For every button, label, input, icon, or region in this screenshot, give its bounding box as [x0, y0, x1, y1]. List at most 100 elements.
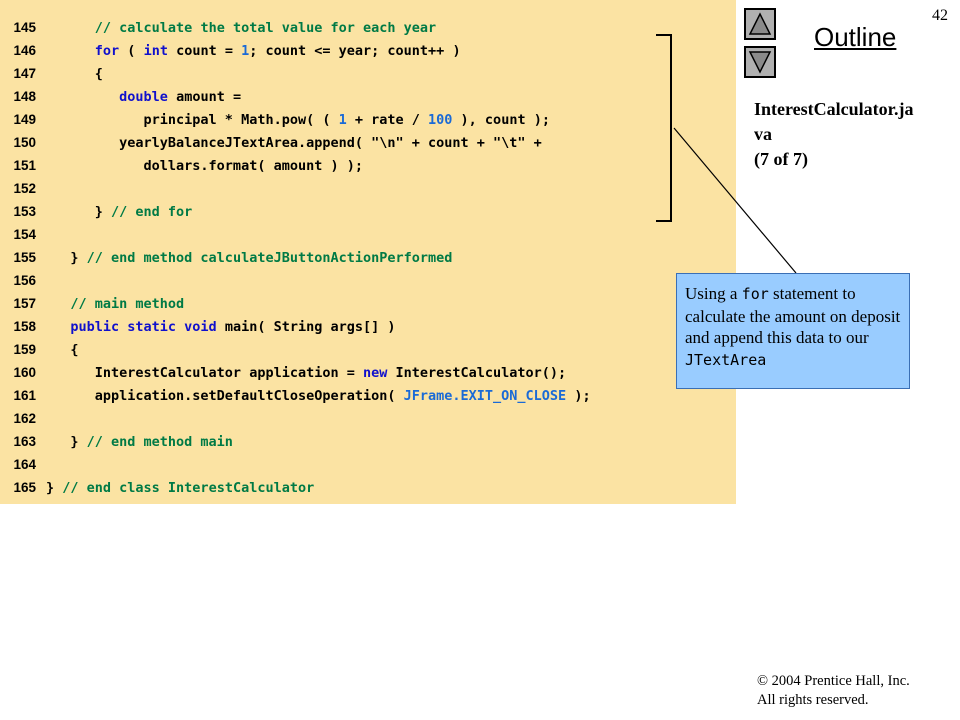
code-token — [46, 43, 95, 59]
code-text: application.setDefaultCloseOperation( JF… — [46, 388, 591, 404]
code-line: 162 — [0, 407, 46, 430]
code-token: JFrame.EXIT_ON_CLOSE — [403, 388, 567, 404]
code-token: principal * Math.pow( ( — [46, 112, 339, 128]
code-token: yearlyBalanceJTextArea.append( — [46, 135, 372, 151]
code-token: 100 — [428, 112, 453, 128]
previous-slide-button[interactable] — [744, 8, 776, 40]
code-text: double amount = — [46, 89, 241, 105]
line-number: 162 — [13, 411, 36, 426]
code-token: main( String args[] ) — [216, 319, 396, 335]
next-slide-button[interactable] — [744, 46, 776, 78]
line-number: 158 — [13, 319, 36, 334]
line-number: 160 — [13, 365, 36, 380]
file-label-line1: InterestCalculator.ja — [754, 99, 914, 119]
line-number: 159 — [13, 342, 36, 357]
code-token: new — [362, 365, 388, 381]
code-token: amount = — [167, 89, 242, 105]
code-line: 160 InterestCalculator application = new… — [0, 361, 566, 384]
code-token: ), count ); — [452, 112, 550, 128]
code-bracket — [656, 34, 672, 222]
code-token: { — [46, 342, 79, 358]
line-number: 150 — [13, 135, 36, 150]
code-line: 159 { — [0, 338, 79, 361]
code-line: 151 dollars.format( amount ) ); — [0, 154, 363, 177]
code-text: dollars.format( amount ) ); — [46, 158, 363, 174]
code-text: // calculate the total value for each ye… — [46, 20, 436, 36]
code-token: } — [46, 250, 87, 266]
code-line: 152 — [0, 177, 46, 200]
line-number: 148 — [13, 89, 36, 104]
code-text: { — [46, 342, 79, 358]
code-text: // main method — [46, 296, 184, 312]
code-token: for — [94, 43, 120, 59]
code-text: { — [46, 66, 103, 82]
line-number: 153 — [13, 204, 36, 219]
code-token: // main method — [70, 296, 185, 312]
code-token: ); — [566, 388, 591, 404]
code-line: 148 double amount = — [0, 85, 241, 108]
outline-title[interactable]: Outline — [814, 22, 897, 52]
code-token: { — [46, 66, 103, 82]
code-line: 163 } // end method main — [0, 430, 232, 453]
code-line: 153 } // end for — [0, 200, 192, 223]
triangle-up-icon — [748, 12, 772, 35]
copyright-line1: © 2004 Prentice Hall, Inc. — [757, 673, 910, 689]
code-line: 147 { — [0, 62, 103, 85]
code-token: 1 — [241, 43, 250, 59]
callout-keyword: for — [741, 285, 769, 303]
callout-box: Using a for statement to calculate the a… — [676, 273, 910, 389]
code-token: // end for — [111, 204, 193, 220]
code-line: 161 application.setDefaultCloseOperation… — [0, 384, 591, 407]
line-number: 145 — [13, 20, 36, 35]
code-token: ; count <= year; count++ ) — [249, 43, 461, 59]
line-number: 154 — [13, 227, 36, 242]
code-token: count = — [167, 43, 242, 59]
copyright-line2: All rights reserved. — [757, 692, 869, 708]
code-token: application.setDefaultCloseOperation( — [46, 388, 404, 404]
line-number: 157 — [13, 296, 36, 311]
code-token — [46, 20, 95, 36]
code-listing: 145 // calculate the total value for eac… — [0, 0, 736, 504]
file-label-line3: (7 of 7) — [754, 149, 808, 169]
line-number: 151 — [13, 158, 36, 173]
code-text: } // end method calculateJButtonActionPe… — [46, 250, 452, 266]
code-token: dollars.format( amount ) ); — [46, 158, 363, 174]
code-token: InterestCalculator application = — [46, 365, 363, 381]
code-text: yearlyBalanceJTextArea.append( "\n" + co… — [46, 135, 542, 151]
code-line: 165} // end class InterestCalculator — [0, 476, 314, 499]
line-number: 152 — [13, 181, 36, 196]
code-token — [46, 89, 119, 105]
code-line: 157 // main method — [0, 292, 184, 315]
file-label-line2: va — [754, 124, 772, 144]
code-token: + — [525, 135, 542, 151]
code-token: "\n" — [371, 135, 404, 151]
code-line: 156 — [0, 269, 46, 292]
code-line: 150 yearlyBalanceJTextArea.append( "\n" … — [0, 131, 542, 154]
triangle-down-icon — [748, 51, 772, 74]
code-token: } — [46, 434, 87, 450]
code-line: 154 — [0, 223, 46, 246]
line-number: 156 — [13, 273, 36, 288]
code-line: 146 for ( int count = 1; count <= year; … — [0, 39, 461, 62]
code-token: + rate / — [346, 112, 429, 128]
code-token: + count + — [403, 135, 494, 151]
callout-class-name: JTextArea — [685, 350, 767, 369]
line-number: 155 — [13, 250, 36, 265]
line-number: 164 — [13, 457, 36, 472]
code-token: ( — [119, 43, 144, 59]
line-number: 147 — [13, 66, 36, 81]
code-token: "\t" — [493, 135, 526, 151]
code-text: } // end class InterestCalculator — [46, 480, 314, 496]
code-line: 149 principal * Math.pow( ( 1 + rate / 1… — [0, 108, 550, 131]
code-line: 164 — [0, 453, 46, 476]
code-token: // end class InterestCalculator — [62, 480, 315, 496]
code-token: } — [46, 480, 63, 496]
code-token: public static void — [70, 319, 217, 335]
code-token: // end method calculateJButtonActionPerf… — [86, 250, 453, 266]
code-token: } — [46, 204, 112, 220]
line-number: 146 — [13, 43, 36, 58]
code-token: double — [119, 89, 168, 105]
copyright: © 2004 Prentice Hall, Inc. All rights re… — [757, 672, 910, 710]
code-token: int — [143, 43, 168, 59]
code-text: for ( int count = 1; count <= year; coun… — [46, 43, 461, 59]
